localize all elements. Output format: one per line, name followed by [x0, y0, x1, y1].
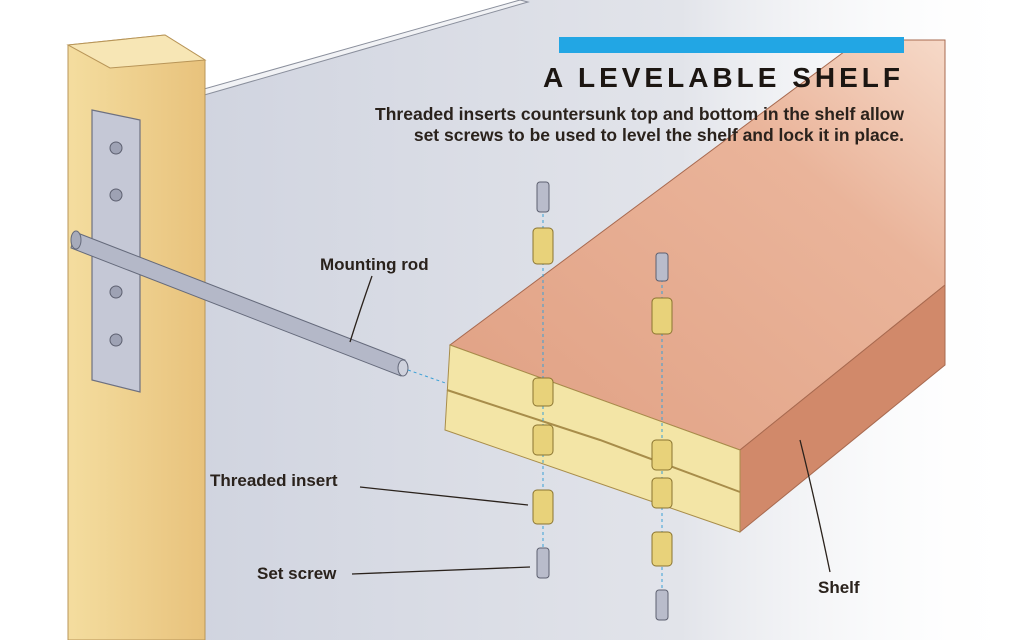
subtitle-line-1: Threaded inserts countersunk top and bot…: [375, 104, 904, 124]
set-screw: [536, 181, 669, 621]
accent-bar: [559, 37, 904, 53]
label-set-screw: Set screw: [257, 564, 337, 583]
mounting-rod: [70, 230, 481, 396]
subtitle-line-2: set screws to be used to level the shelf…: [413, 125, 904, 145]
threaded-insert: [532, 227, 673, 567]
label-mounting-rod: Mounting rod: [320, 255, 429, 274]
label-threaded-insert: Threaded insert: [210, 471, 338, 490]
diagram-subtitle: Threaded inserts countersunk top and bot…: [375, 104, 904, 146]
label-shelf: Shelf: [818, 578, 860, 597]
diagram-title: A LEVELABLE SHELF: [543, 62, 904, 93]
